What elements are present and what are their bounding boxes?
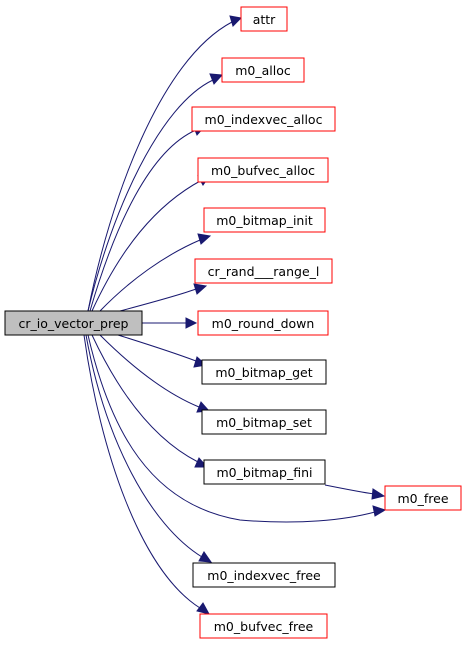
- node-label: m0_bitmap_init: [216, 213, 313, 228]
- edge-to-cr_rand___range_l: [119, 283, 208, 312]
- node-label: m0_bitmap_fini: [217, 465, 313, 480]
- node-label: cr_io_vector_prep: [19, 316, 129, 331]
- node-m0_bitmap_set[interactable]: m0_bitmap_set: [201, 409, 327, 435]
- node-label: m0_bitmap_get: [215, 365, 312, 380]
- edge-to-m0_bitmap_fini: [91, 334, 209, 468]
- edge-to-m0_indexvec_free: [85, 334, 213, 563]
- node-label: m0_round_down: [212, 316, 315, 331]
- node-label: attr: [253, 12, 276, 27]
- edge-to-attr: [87, 15, 243, 312]
- node-label: m0_bitmap_set: [216, 415, 312, 430]
- node-label: m0_alloc: [235, 63, 291, 78]
- node-cr_rand___range_l[interactable]: cr_rand___range_l: [194, 258, 333, 284]
- edge-fini-to-m0_free: [324, 484, 386, 500]
- node-m0_bitmap_get[interactable]: m0_bitmap_get: [201, 359, 327, 385]
- edge-to-m0_round_down: [142, 317, 198, 329]
- edge-to-m0_bitmap_init: [99, 233, 212, 312]
- edge-to-m0_bitmap_get: [117, 334, 208, 368]
- node-m0_free[interactable]: m0_free: [384, 485, 462, 511]
- node-m0_round_down[interactable]: m0_round_down: [197, 310, 329, 336]
- edge-to-m0_alloc: [87, 73, 224, 312]
- node-m0_indexvec_alloc[interactable]: m0_indexvec_alloc: [191, 106, 336, 132]
- node-label: m0_bufvec_free: [214, 619, 314, 634]
- node-label: cr_rand___range_l: [208, 264, 320, 279]
- node-attr[interactable]: attr: [240, 6, 288, 32]
- node-label: m0_free: [397, 491, 448, 506]
- node-m0_bitmap_fini[interactable]: m0_bitmap_fini: [203, 459, 326, 485]
- node-m0_indexvec_free[interactable]: m0_indexvec_free: [192, 562, 336, 588]
- node-label: m0_indexvec_alloc: [205, 112, 323, 127]
- node-label: m0_indexvec_free: [207, 568, 321, 583]
- node-cr_io_vector_prep[interactable]: cr_io_vector_prep: [4, 310, 143, 336]
- node-m0_alloc[interactable]: m0_alloc: [221, 57, 305, 83]
- edge-to-m0_free: [87, 334, 387, 523]
- node-m0_bufvec_alloc[interactable]: m0_bufvec_alloc: [197, 157, 329, 183]
- edge-to-m0_bufvec_free: [83, 334, 210, 615]
- node-m0_bitmap_init[interactable]: m0_bitmap_init: [203, 207, 326, 233]
- node-m0_bufvec_free[interactable]: m0_bufvec_free: [199, 613, 328, 639]
- node-label: m0_bufvec_alloc: [211, 163, 315, 178]
